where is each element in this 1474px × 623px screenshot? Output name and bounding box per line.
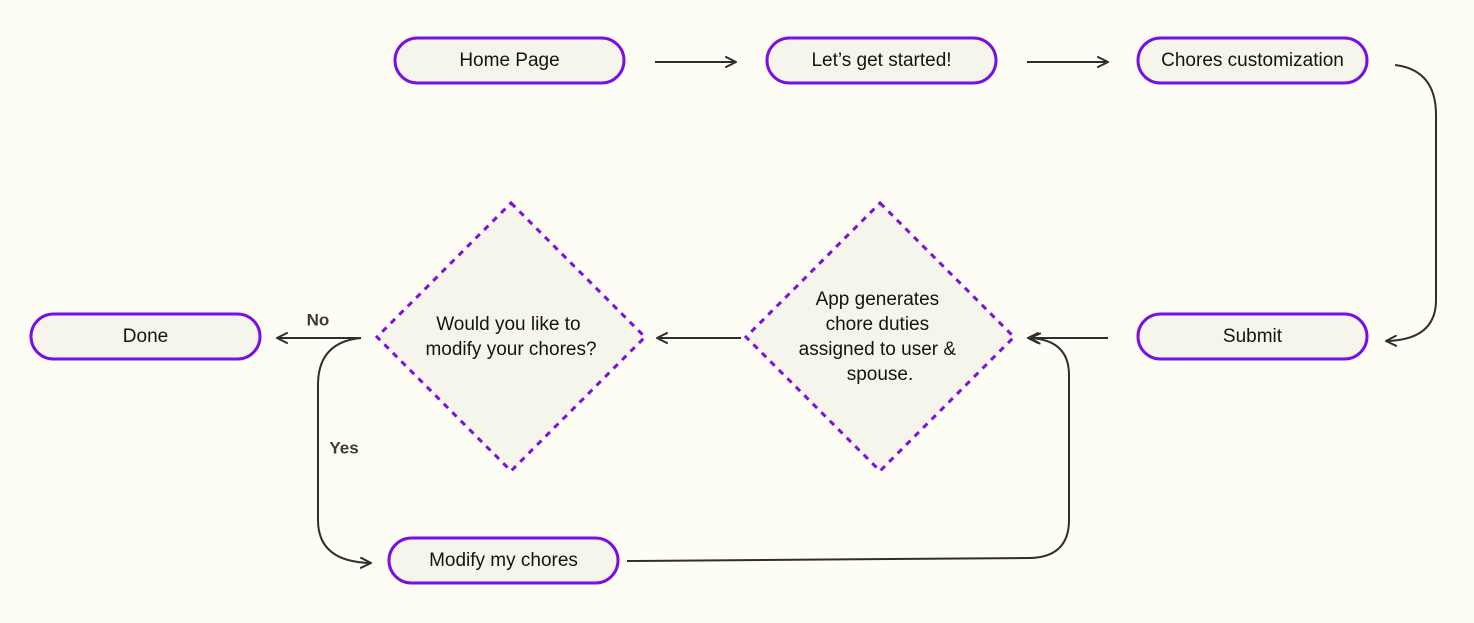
node-submit-label: Submit <box>1223 326 1283 347</box>
node-would-you-like-label: Would you like to modify your chores? <box>425 314 596 360</box>
node-done-label: Done <box>123 326 168 347</box>
arrow-modify-to-generate <box>626 332 1070 562</box>
node-would-you-like: Would you like to modify your chores? <box>374 200 648 474</box>
node-modify-my-chores-label: Modify my chores <box>429 550 578 571</box>
node-app-generates-label: App generates chore duties assigned to u… <box>799 289 962 385</box>
node-lets-get-started-label: Let’s get started! <box>811 50 951 71</box>
node-app-generates-line-2: chore duties <box>826 314 930 335</box>
edge-label-no: No <box>307 310 330 329</box>
node-submit: Submit <box>1136 312 1369 361</box>
node-lets-get-started: Let’s get started! <box>765 36 998 85</box>
node-app-generates-line-3: assigned to user & <box>799 339 957 360</box>
arrow-question-to-modify <box>317 337 372 569</box>
node-would-you-like-line-2: modify your chores? <box>425 339 596 360</box>
node-modify-my-chores: Modify my chores <box>387 536 620 585</box>
node-would-you-like-line-1: Would you like to <box>436 314 580 335</box>
node-chores-customization: Chores customization <box>1136 36 1369 85</box>
node-home-page: Home Page <box>393 36 626 85</box>
node-done: Done <box>29 312 262 361</box>
node-app-generates-line-1: App generates <box>816 289 940 310</box>
node-app-generates-line-4: spouse. <box>847 364 914 385</box>
node-chores-customization-label: Chores customization <box>1161 50 1344 71</box>
node-app-generates: App generates chore duties assigned to u… <box>743 200 1017 474</box>
edge-label-yes: Yes <box>329 438 358 457</box>
arrow-customization-to-submit <box>1385 64 1437 347</box>
node-home-page-label: Home Page <box>459 50 559 71</box>
